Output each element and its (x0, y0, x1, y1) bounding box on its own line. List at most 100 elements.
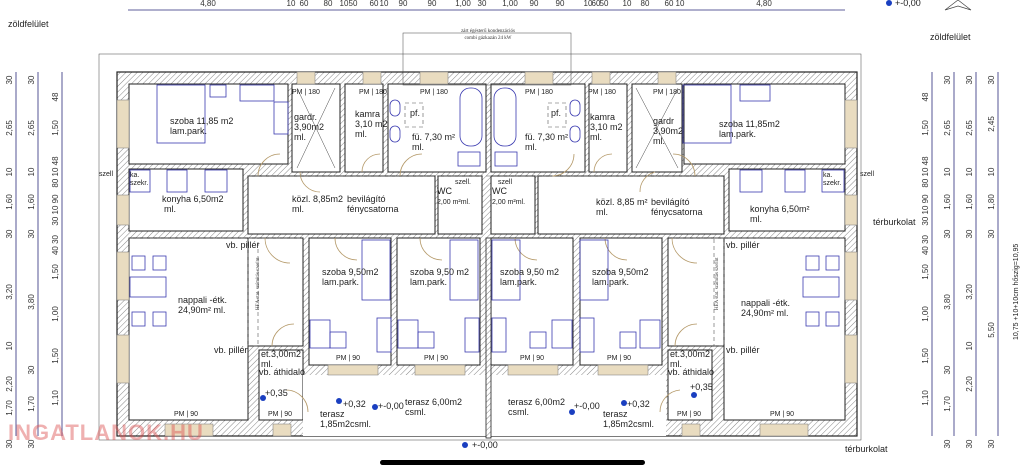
svg-text:+0,35: +0,35 (690, 382, 713, 392)
side-dimension-label: 10 (27, 167, 36, 176)
side-dimension-label: 2,65 (943, 120, 952, 136)
top-dimension-label: 50 (600, 0, 609, 8)
top-dimension-label: 1,00 (502, 0, 518, 8)
top-dimension-label: 50 (349, 0, 358, 8)
side-dimension-label: 2,20 (965, 376, 974, 392)
svg-text:bevilágító: bevilágító (347, 194, 386, 204)
side-dimension-labels: 30 2,65 10 1,60 30 3,20 10 2,20 1,70 30 30 2,65 10 1,… (5, 72, 999, 448)
level-marker-icon (691, 392, 697, 398)
svg-text:PM | 180: PM | 180 (292, 89, 320, 96)
svg-text:PM | 90: PM | 90 (336, 355, 360, 362)
svg-text:PM | 180: PM | 180 (588, 89, 616, 96)
top-dimension-label: 90 (428, 0, 437, 8)
svg-text:szoba 9,50m2: szoba 9,50m2 (592, 267, 649, 277)
svg-text:szoba 9,50m2: szoba 9,50m2 (322, 267, 379, 277)
side-dimension-label: 30 (943, 365, 952, 374)
top-dimension-label: 60 (592, 0, 601, 8)
side-dimension-label: 1,50 (51, 348, 60, 364)
side-dimension-label: 30 (27, 439, 36, 448)
svg-text:ml.: ml. (525, 142, 537, 152)
top-dimension-label: 90 (556, 0, 565, 8)
side-dimension-label: 2,65 (5, 120, 14, 136)
svg-text:HEA stat. számítás szerint: HEA stat. számítás szerint (715, 257, 720, 310)
svg-text:PM | 90: PM | 90 (424, 355, 448, 362)
side-dimension-label: 1,70 (5, 400, 14, 416)
side-dimension-label: 3,20 (965, 284, 974, 300)
side-dimension-label: 10 (943, 167, 952, 176)
svg-text:vb. pillér: vb. pillér (226, 240, 260, 250)
svg-text:ka.: ka. (823, 172, 832, 179)
side-dimension-label: 1,10 (921, 390, 930, 406)
boiler-note-1: zárt égésterű kondenzációs (461, 29, 515, 34)
svg-text:szell: szell (860, 171, 874, 178)
svg-text:ml.: ml. (596, 207, 608, 217)
side-dimension-label: 30 (5, 75, 14, 84)
side-dimension-label: 2,65 (965, 120, 974, 136)
svg-text:szell: szell (99, 171, 113, 178)
top-dimension-label: 4,80 (200, 0, 216, 8)
top-dimension-label: 10 (340, 0, 349, 8)
side-dimension-label: 1,50 (921, 348, 930, 364)
level-marker-icon (886, 0, 892, 6)
svg-text:szekr.: szekr. (823, 180, 841, 187)
side-dimension-label: 80 10 48 (51, 156, 60, 188)
side-dimension-label: 30 (987, 439, 996, 448)
svg-text:fénycsatorna: fénycsatorna (651, 207, 703, 217)
svg-text:PM | 90: PM | 90 (520, 355, 544, 362)
side-dimension-label: 1,00 (51, 306, 60, 322)
side-dimension-label: 30 (943, 229, 952, 238)
site-outline (98, 53, 862, 441)
side-dimension-label: 30 (965, 75, 974, 84)
side-dimension-label: 1,50 (921, 120, 930, 136)
svg-text:szoba 9,50 m2: szoba 9,50 m2 (500, 267, 559, 277)
svg-text:lam.park.: lam.park. (410, 277, 447, 287)
svg-text:24,90m² ml.: 24,90m² ml. (178, 305, 226, 315)
level-markers: +-0,00 +0,35 +0,32 +-0,00 +0,35 +0,32 +-… (260, 0, 921, 450)
svg-text:vb. pillér: vb. pillér (726, 240, 760, 250)
side-dimension-label: 1,60 (27, 194, 36, 210)
side-dimension-label: 30 (943, 75, 952, 84)
windows (116, 71, 858, 437)
top-dimension-label: 10 (623, 0, 632, 8)
furniture (129, 84, 845, 353)
svg-text:ml.: ml. (164, 204, 176, 214)
svg-text:PM | 90: PM | 90 (770, 411, 794, 418)
level-marker-icon (569, 409, 575, 415)
side-dimension-label: 2,65 (27, 120, 36, 136)
side-dimension-label: 30 10 90 (51, 194, 60, 226)
svg-text:ml.: ml. (412, 142, 424, 152)
home-indicator[interactable] (380, 460, 645, 465)
svg-text:+-0,00: +-0,00 (574, 401, 600, 411)
side-dimension-label: 10 (5, 341, 14, 350)
side-dimension-label: 1,50 (51, 120, 60, 136)
svg-text:vb. áthidaló: vb. áthidaló (259, 367, 305, 377)
top-dimension-label: 10 (380, 0, 389, 8)
svg-text:fénycsatorna: fénycsatorna (347, 204, 399, 214)
side-dimension-label: 3,80 (943, 294, 952, 310)
svg-text:kamra: kamra (590, 112, 615, 122)
svg-text:szell: szell (498, 179, 512, 186)
side-dimension-label: 3,20 (5, 284, 14, 300)
top-dimension-label: 10 (584, 0, 593, 8)
side-dimension-label: 30 (943, 439, 952, 448)
side-dimension-label: 30 (965, 439, 974, 448)
svg-text:ml.: ml. (292, 204, 304, 214)
svg-text:1,85m2csml.: 1,85m2csml. (603, 419, 654, 429)
svg-text:HEA stat. számítás szerint: HEA stat. számítás szerint (256, 257, 261, 310)
side-dimension-label: 1,00 (921, 306, 930, 322)
level-marker-icon (372, 404, 378, 410)
svg-text:ml.: ml. (653, 136, 665, 146)
svg-text:szoba 9,50 m2: szoba 9,50 m2 (410, 267, 469, 277)
svg-text:lam.park.: lam.park. (170, 126, 207, 136)
svg-text:csml.: csml. (405, 407, 426, 417)
svg-text:konyha 6,50m2: konyha 6,50m2 (162, 194, 224, 204)
side-dimension-label: 30 (27, 75, 36, 84)
svg-text:3,10 m2: 3,10 m2 (355, 119, 388, 129)
side-dimension-label: 1,50 (921, 264, 930, 280)
green-area-left: zöldfelület (8, 19, 49, 29)
side-dimension-label: 2,20 (5, 376, 14, 392)
svg-text:et.3,00m2: et.3,00m2 (261, 349, 301, 359)
level-marker-icon (621, 400, 627, 406)
svg-text:et.3,00m2: et.3,00m2 (670, 349, 710, 359)
